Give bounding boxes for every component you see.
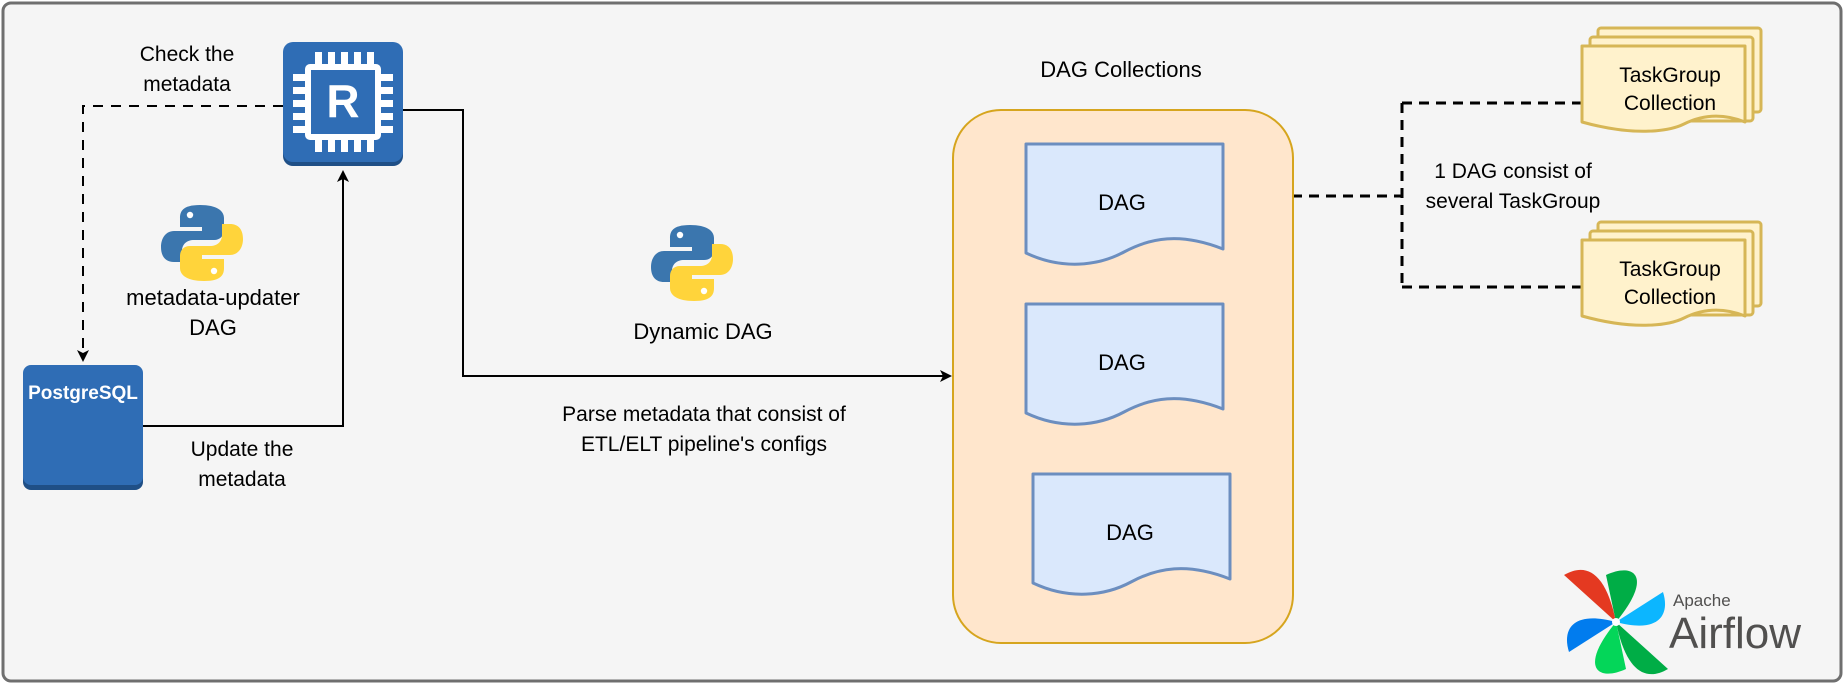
taskgroup-label-line2: Collection	[1624, 92, 1716, 115]
parse-metadata-connector	[403, 109, 952, 382]
taskgroup-label-line1: TaskGroup	[1619, 258, 1721, 281]
r-chip-label: R	[326, 75, 359, 127]
airflow-pinwheel-icon	[1564, 569, 1668, 675]
updater-dag-label: metadata-updater DAG	[126, 285, 300, 340]
dag-label: DAG	[1098, 350, 1146, 375]
consist-of-label: 1 DAG consist of several TaskGroup	[1408, 152, 1620, 216]
dag-document: DAG	[1024, 302, 1225, 426]
airflow-logo-wordmark: Airflow	[1669, 609, 1801, 658]
dag-document: DAG	[1024, 142, 1225, 266]
svg-text:1 DAG consist of: 1 DAG consist of	[1434, 160, 1592, 183]
airflow-logo-apache: Apache	[1673, 591, 1731, 610]
taskgroup-label-line1: TaskGroup	[1619, 64, 1721, 87]
svg-text:metadata: metadata	[198, 468, 286, 491]
svg-text:Parse metadata that consist of: Parse metadata that consist of	[562, 403, 846, 426]
svg-text:Check the: Check the	[140, 43, 235, 66]
dag-document: DAG	[1031, 472, 1232, 596]
svg-text:Update the: Update the	[191, 438, 294, 461]
parse-metadata-label: Parse metadata that consist of ETL/ELT p…	[562, 403, 846, 456]
airflow-logo: Apache Airflow	[1564, 569, 1801, 675]
update-metadata-label: Update the metadata	[191, 438, 294, 491]
svg-text:metadata: metadata	[143, 73, 231, 96]
svg-text:DAG: DAG	[189, 315, 237, 340]
taskgroup-collection: TaskGroup Collection	[1580, 220, 1763, 327]
dag-taskgroup-connector	[1224, 101, 1585, 289]
r-chip-icon: R	[283, 42, 403, 166]
check-metadata-label: Check the metadata	[140, 43, 235, 96]
dag-collections-title: DAG Collections	[1040, 57, 1201, 82]
update-metadata-connector	[142, 170, 349, 427]
svg-text:metadata-updater: metadata-updater	[126, 285, 300, 310]
postgresql-icon: PostgreSQL	[23, 365, 143, 490]
svg-text:ETL/ELT pipeline's configs: ETL/ELT pipeline's configs	[581, 433, 827, 456]
dag-label: DAG	[1106, 520, 1154, 545]
dag-label: DAG	[1098, 190, 1146, 215]
svg-text:several TaskGroup: several TaskGroup	[1426, 190, 1601, 213]
dynamic-dag-label: Dynamic DAG	[633, 319, 772, 344]
check-metadata-connector	[77, 105, 283, 362]
taskgroup-label-line2: Collection	[1624, 286, 1716, 309]
postgres-label: PostgreSQL	[28, 383, 138, 404]
taskgroup-collection: TaskGroup Collection	[1580, 26, 1763, 133]
